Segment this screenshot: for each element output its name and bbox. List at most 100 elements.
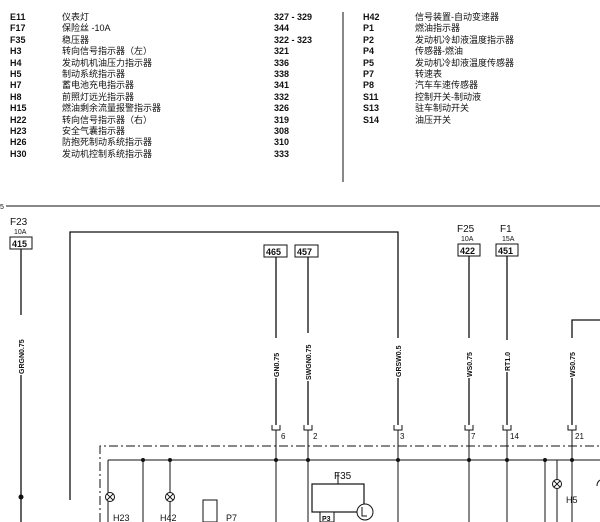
legend-row: F17 保险丝 -10A 344	[10, 23, 312, 34]
legend-description: 控制开关-制动液	[415, 91, 481, 102]
legend-code: P4	[363, 46, 375, 57]
legend-code: H3	[10, 46, 22, 57]
legend-description: 油压开关	[415, 114, 452, 125]
component-h23: H23	[113, 513, 130, 522]
legend-code: F35	[10, 34, 26, 45]
fuse-f23-rating: 10A	[14, 229, 27, 236]
gauge-p3-icon	[356, 503, 374, 521]
legend-code: H23	[10, 126, 27, 137]
regulator-f35-box	[311, 483, 365, 513]
legend-row: F35 稳压器 322 - 323	[10, 35, 312, 46]
connector-7: 7	[471, 432, 476, 441]
legend-description: 蓄电池充电指示器	[62, 80, 135, 91]
component-p7: P7	[226, 513, 237, 522]
legend-page: 333	[274, 148, 290, 159]
fuse-f1-rating: 15A	[502, 236, 515, 243]
margin-mark: 5	[0, 204, 4, 211]
wire-label-grgn: GRGN0.75	[19, 339, 26, 374]
component-f35: F35	[334, 471, 352, 482]
legend-page: 336	[274, 57, 290, 68]
legend-page: 326	[274, 103, 290, 114]
legend-row: H23 安全气囊指示器 308	[10, 126, 312, 137]
legend-code: H26	[10, 137, 27, 148]
fuse-f23-circuit: 415	[12, 239, 27, 249]
legend-code: H8	[10, 91, 22, 102]
legend-page: 322 - 323	[274, 34, 313, 45]
wire-label-ws-right: WS0.75	[570, 352, 577, 377]
circuit-465: 465	[266, 247, 281, 257]
legend-description: 前照灯远光指示器	[62, 91, 135, 102]
fuse-f25-rating: 10A	[461, 236, 474, 243]
junction-dot	[18, 494, 24, 500]
legend-code: H15	[10, 103, 27, 114]
legend-code: H7	[10, 80, 22, 91]
wire-label-swgn: SWGN0.75	[306, 344, 313, 380]
legend-description: 安全气囊指示器	[62, 126, 126, 137]
connector-2: 2	[313, 432, 318, 441]
legend-page: 308	[274, 126, 290, 137]
legend-code: P7	[363, 69, 375, 80]
fuse-f23-label: F23	[10, 217, 28, 228]
legend-page: 319	[274, 114, 290, 125]
circuit-box-457	[294, 244, 319, 258]
connector-14: 14	[510, 432, 519, 441]
connector-pins	[271, 425, 577, 450]
legend-row: H3 转向信号指示器（左） 321	[10, 46, 312, 57]
component-p3: P3	[322, 516, 331, 522]
legend-description: 保险丝 -10A	[62, 23, 111, 34]
legend-row: P4 传感器-燃油	[363, 46, 514, 57]
legend-description: 制动系统指示器	[62, 69, 126, 80]
legend-description: 传感器-燃油	[415, 46, 463, 57]
legend-code: H42	[363, 12, 380, 22]
legend-code: S11	[363, 91, 379, 102]
wire-label-rt: RT1.0	[505, 352, 512, 371]
cluster-boundary	[99, 445, 600, 522]
legend-page: 338	[274, 69, 290, 80]
legend-row: H7 蓄电池充电指示器 341	[10, 80, 312, 91]
legend-row: S11 控制开关-制动液	[363, 92, 514, 103]
legend-description: 转向信号指示器（右）	[62, 114, 153, 125]
legend-page: 332	[274, 91, 290, 102]
legend-page: 341	[274, 80, 290, 91]
wire-grsw-loop	[69, 231, 399, 500]
gauge-p7-icon	[202, 499, 218, 522]
legend-code: H5	[10, 69, 22, 80]
legend-description: 防抱死制动系统指示器	[62, 137, 153, 148]
connector-3: 3	[400, 432, 405, 441]
legend-page: 344	[274, 23, 290, 34]
legend-code: P5	[363, 57, 375, 68]
legend-row: P5 发动机冷却液温度传感器	[363, 58, 514, 69]
legend-description: 稳压器	[62, 34, 90, 45]
wire-label-gn: GN0.75	[274, 353, 281, 377]
legend-code: E11	[10, 12, 26, 22]
legend-row: H5 制动系统指示器 338	[10, 69, 312, 80]
fuse-f1-circuit: 451	[498, 246, 513, 256]
legend-description: 转向信号指示器（左）	[62, 46, 153, 57]
legend-page: 321	[274, 46, 290, 57]
legend-description: 发动机冷却液温度传感器	[415, 57, 515, 68]
legend-code: S13	[363, 103, 380, 114]
connector-21: 21	[575, 432, 584, 441]
circuit-457: 457	[297, 247, 312, 257]
legend-description: 汽车车速传感器	[415, 80, 479, 91]
legend-code: H4	[10, 57, 22, 68]
wire-label-grsw: GRSW0.5	[396, 345, 403, 377]
component-h42: H42	[160, 513, 177, 522]
legend-description: 燃油剩余流量报警指示器	[62, 103, 162, 114]
component-h5: H5	[566, 495, 578, 505]
legend-code: F17	[10, 23, 26, 34]
